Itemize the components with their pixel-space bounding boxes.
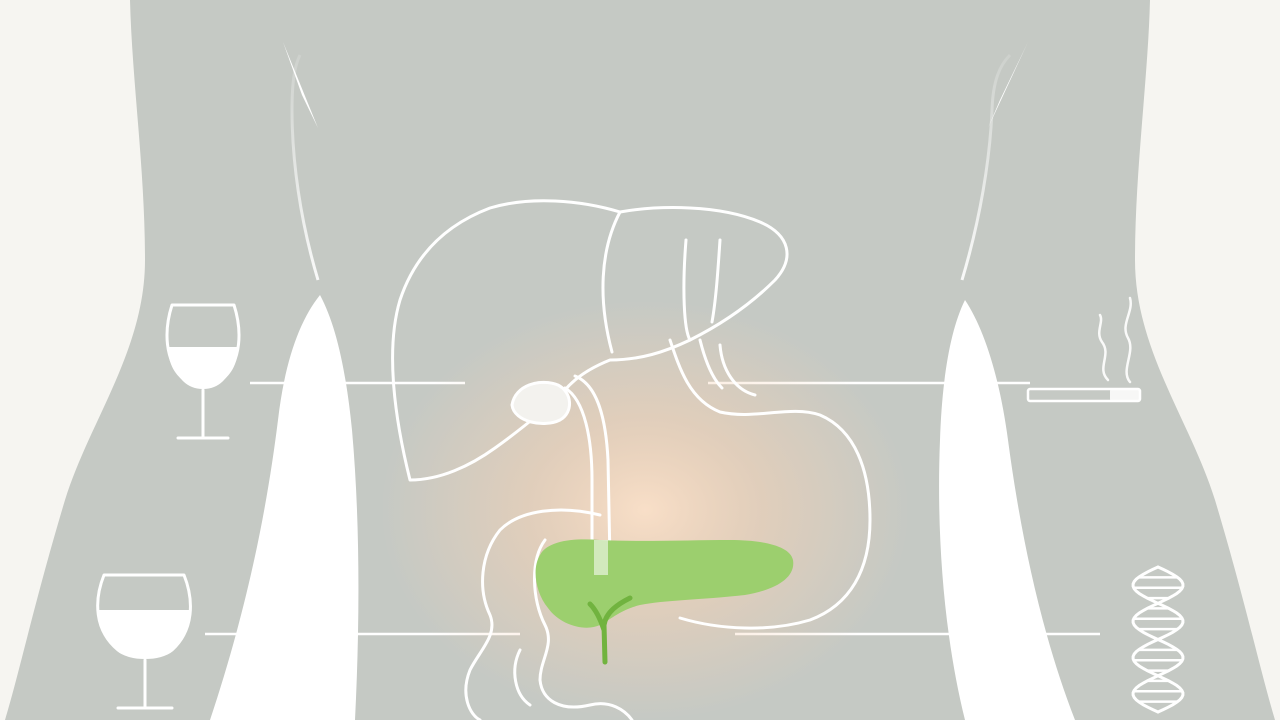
- stomach-outline: [668, 338, 872, 630]
- wine-glass-icon: [96, 573, 192, 710]
- cigarette-icon: [1026, 296, 1142, 403]
- wine-glass-icon: [165, 303, 241, 440]
- duodenum-inner: [533, 538, 634, 720]
- stomach-inner-curve: [718, 343, 757, 397]
- organ-outlines: [391, 199, 872, 720]
- pancreas: [535, 539, 794, 665]
- left-rib-arrowhead: [283, 42, 318, 128]
- cigarette-filter: [1110, 389, 1140, 401]
- intestine-loop: [513, 648, 532, 707]
- wine-level: [98, 610, 190, 658]
- liver-fissure-2: [710, 238, 722, 324]
- common-bile-duct: [563, 386, 594, 562]
- liver-lobe-divider: [601, 210, 622, 354]
- wine-level: [168, 347, 238, 387]
- cigarette-smoke: [1098, 313, 1110, 382]
- pancreatic-duct: [587, 595, 633, 665]
- cigarette-smoke: [1124, 296, 1132, 384]
- gallbladder: [510, 380, 571, 425]
- dna-icon: [1131, 565, 1185, 714]
- wine-glass-bowl: [165, 303, 241, 389]
- liver-fissure: [682, 238, 692, 342]
- esophagus: [698, 338, 724, 390]
- inflammation-glow: [380, 300, 910, 720]
- rib-cage-arrows: [283, 42, 1028, 281]
- duodenum-outline: [464, 508, 602, 720]
- left-waist-gap: [210, 295, 359, 720]
- right-waist-gap: [939, 300, 1075, 720]
- right-rib-arrowhead: [988, 42, 1028, 128]
- dna-strand: [1131, 565, 1185, 714]
- hepatic-duct: [573, 374, 612, 562]
